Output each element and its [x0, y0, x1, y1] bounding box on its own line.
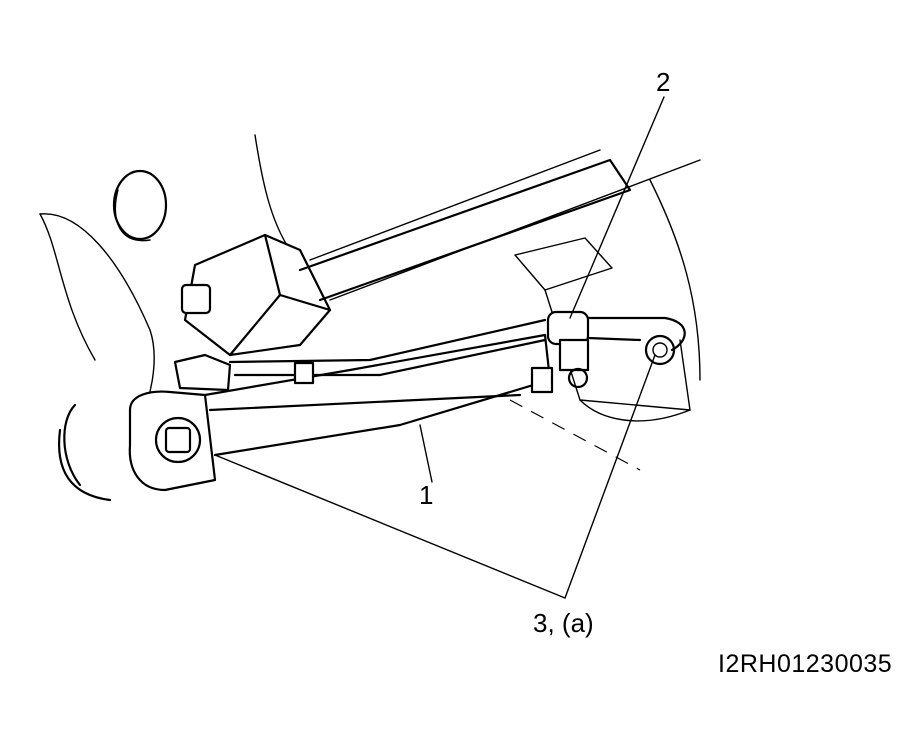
callout-part-3: 3, (a) [533, 608, 594, 638]
callout-part-2: 2 [656, 67, 671, 97]
leader-lines [214, 96, 665, 599]
figure-id-label: I2RH01230035 [718, 650, 893, 678]
bracket-bolt [644, 334, 676, 366]
rubber-plug [112, 169, 168, 242]
pipe-eye-fitting [128, 390, 217, 492]
steering-knuckle-housing [180, 158, 632, 357]
pipe-assembly [173, 318, 554, 457]
wheel-hub [58, 403, 112, 502]
callout-part-1: 1 [419, 480, 434, 510]
pipe-clamp [546, 310, 686, 389]
